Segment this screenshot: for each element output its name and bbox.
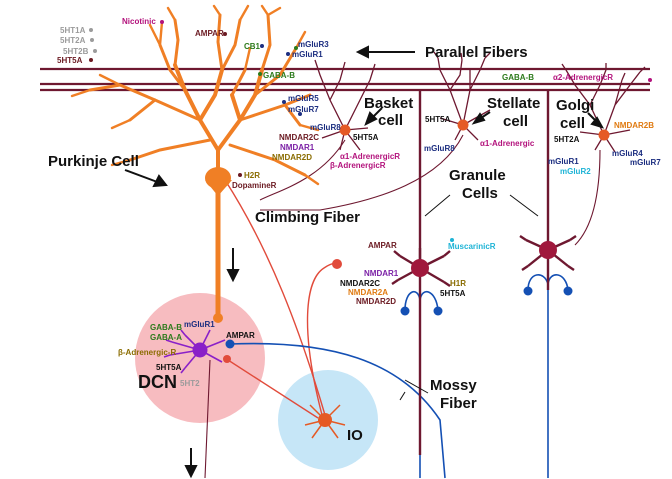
basket-cell-label-2: cell: [378, 112, 403, 129]
purkinje-dendritic-tree: [70, 4, 320, 321]
purkinje-axon-terminal: [213, 313, 223, 323]
svg-text:H2R: H2R: [244, 171, 260, 180]
svg-text:5HT5A: 5HT5A: [425, 115, 451, 124]
dcn-label: DCN: [138, 372, 177, 392]
svg-text:GABA-B: GABA-B: [502, 73, 534, 82]
svg-text:AMPAR: AMPAR: [195, 29, 224, 38]
climbing-fiber-terminal-granule: [332, 259, 342, 269]
stellate-cell-label-1: Stellate: [487, 95, 540, 112]
basket-cell-soma: [339, 124, 351, 136]
svg-text:5HT5A: 5HT5A: [440, 289, 466, 298]
stellate-cell-label-2: cell: [503, 113, 528, 130]
dcn-cell-soma: [192, 342, 208, 358]
svg-text:NMDAR2D: NMDAR2D: [272, 153, 312, 162]
golgi-cell-label-2: cell: [560, 115, 585, 132]
svg-text:5HT1A: 5HT1A: [60, 26, 86, 35]
label-lines: [399, 194, 539, 401]
svg-text:mGluR1: mGluR1: [184, 320, 215, 329]
svg-text:AMPAR: AMPAR: [368, 241, 397, 250]
svg-text:mGluR8: mGluR8: [424, 144, 455, 153]
dcn-region: [135, 293, 265, 423]
mossy-fiber-label-1: Mossy: [430, 377, 477, 394]
svg-text:mGluR3: mGluR3: [298, 40, 329, 49]
granule-cell-1-soma: [411, 259, 429, 277]
granule-cells-label-1: Granule: [449, 167, 506, 184]
golgi-cell-label-1: Golgi: [556, 97, 594, 114]
svg-text:NMDAR2C: NMDAR2C: [279, 133, 319, 142]
svg-text:5HT2A: 5HT2A: [60, 36, 86, 45]
stellate-receptor-labels: GABA-B 5HT5A mGluR8 α1-Adrenergic: [424, 73, 535, 153]
golgi-cell: [561, 63, 646, 153]
svg-text:NMDAR1: NMDAR1: [280, 143, 315, 152]
svg-text:GABA-B: GABA-B: [150, 323, 182, 332]
svg-text:5HT2A: 5HT2A: [554, 135, 580, 144]
receptor-dots: [89, 20, 652, 242]
io-cell: [304, 404, 346, 439]
dcn-cell: [163, 329, 226, 374]
svg-text:α1-AdrenergicR: α1-AdrenergicR: [340, 152, 400, 161]
svg-text:β-Adrenergic-R: β-Adrenergic-R: [118, 348, 176, 357]
svg-text:NMDAR2C: NMDAR2C: [340, 279, 380, 288]
purkinje-cell-label: Purkinje Cell: [48, 153, 139, 170]
golgi-receptor-labels: α2-AdrenergicR NMDAR2B 5HT2A mGluR1 mGlu…: [548, 73, 661, 176]
interneuron-axons: [204, 134, 601, 479]
granule-cell-2-soma: [539, 241, 557, 259]
svg-text:GABA-A: GABA-A: [150, 333, 182, 342]
parallel-fibers-label: Parallel Fibers: [425, 44, 528, 61]
svg-text:mGluR4: mGluR4: [612, 149, 643, 158]
svg-text:DopamineR: DopamineR: [232, 181, 277, 190]
svg-text:NMDAR1: NMDAR1: [364, 269, 399, 278]
stellate-cell-soma: [457, 119, 469, 131]
svg-text:NMDAR2B: NMDAR2B: [614, 121, 654, 130]
mossy-terminal-4: [563, 286, 573, 296]
arrows: [124, 45, 605, 479]
granule-receptor-labels: AMPAR MuscarinicR NMDAR1 NMDAR2C NMDAR2A…: [340, 241, 496, 306]
mossy-terminal-dcn: [225, 339, 235, 349]
io-label: IO: [347, 427, 363, 444]
svg-text:mGluR1: mGluR1: [548, 157, 579, 166]
svg-text:NMDAR2D: NMDAR2D: [356, 297, 396, 306]
climbing-fiber-label: Climbing Fiber: [255, 209, 360, 226]
io-cell-soma: [318, 413, 332, 427]
svg-text:5HT5A: 5HT5A: [156, 363, 182, 372]
svg-text:β-AdrenergicR: β-AdrenergicR: [330, 161, 386, 170]
climbing-fiber-terminal-dcn: [223, 355, 231, 363]
svg-text:mGluR7: mGluR7: [288, 105, 319, 114]
purkinje-soma-body: [205, 167, 231, 189]
svg-text:mGluR8: mGluR8: [310, 123, 341, 132]
svg-text:NMDAR2A: NMDAR2A: [348, 288, 388, 297]
purkinje-receptor-labels: 5HT1A 5HT2A 5HT2B 5HT5A Nicotinic AMPAR …: [57, 17, 329, 190]
mossy-fiber-label-2: Fiber: [440, 395, 477, 412]
svg-text:5HT2: 5HT2: [180, 379, 200, 388]
svg-text:mGluR2: mGluR2: [560, 167, 591, 176]
svg-text:MuscarinicR: MuscarinicR: [448, 242, 496, 251]
golgi-cell-soma: [598, 129, 610, 141]
svg-text:5HT5A: 5HT5A: [57, 56, 83, 65]
svg-text:Nicotinic: Nicotinic: [122, 17, 156, 26]
cell-labels: Parallel Fibers Purkinje Cell Basket cel…: [48, 44, 594, 444]
svg-text:5HT2B: 5HT2B: [63, 47, 89, 56]
basket-receptor-labels: mGluR8 5HT5A NMDAR2C NMDAR1 NMDAR2D α1-A…: [272, 123, 400, 170]
granule-cells-label-2: Cells: [462, 185, 498, 202]
basket-cell: [314, 59, 376, 151]
svg-text:mGluR7: mGluR7: [630, 158, 661, 167]
svg-text:CB1: CB1: [244, 42, 261, 51]
svg-text:H1R: H1R: [450, 279, 466, 288]
dcn-receptor-labels: GABA-B GABA-A mGluR1 AMPAR β-Adrenergic-…: [118, 320, 255, 388]
svg-text:α2-AdrenergicR: α2-AdrenergicR: [553, 73, 613, 82]
svg-text:5HT5A: 5HT5A: [353, 133, 379, 142]
mossy-fiber-path: [229, 274, 569, 479]
mossy-terminal-3: [523, 286, 533, 296]
mossy-terminal-1: [400, 306, 410, 316]
svg-text:AMPAR: AMPAR: [226, 331, 255, 340]
basket-cell-label-1: Basket: [364, 95, 413, 112]
mossy-terminal-2: [433, 306, 443, 316]
svg-text:mGluR5: mGluR5: [288, 94, 319, 103]
svg-text:mGluR1: mGluR1: [292, 50, 323, 59]
svg-text:GABA-B: GABA-B: [263, 71, 295, 80]
svg-text:α1-Adrenergic: α1-Adrenergic: [480, 139, 535, 148]
